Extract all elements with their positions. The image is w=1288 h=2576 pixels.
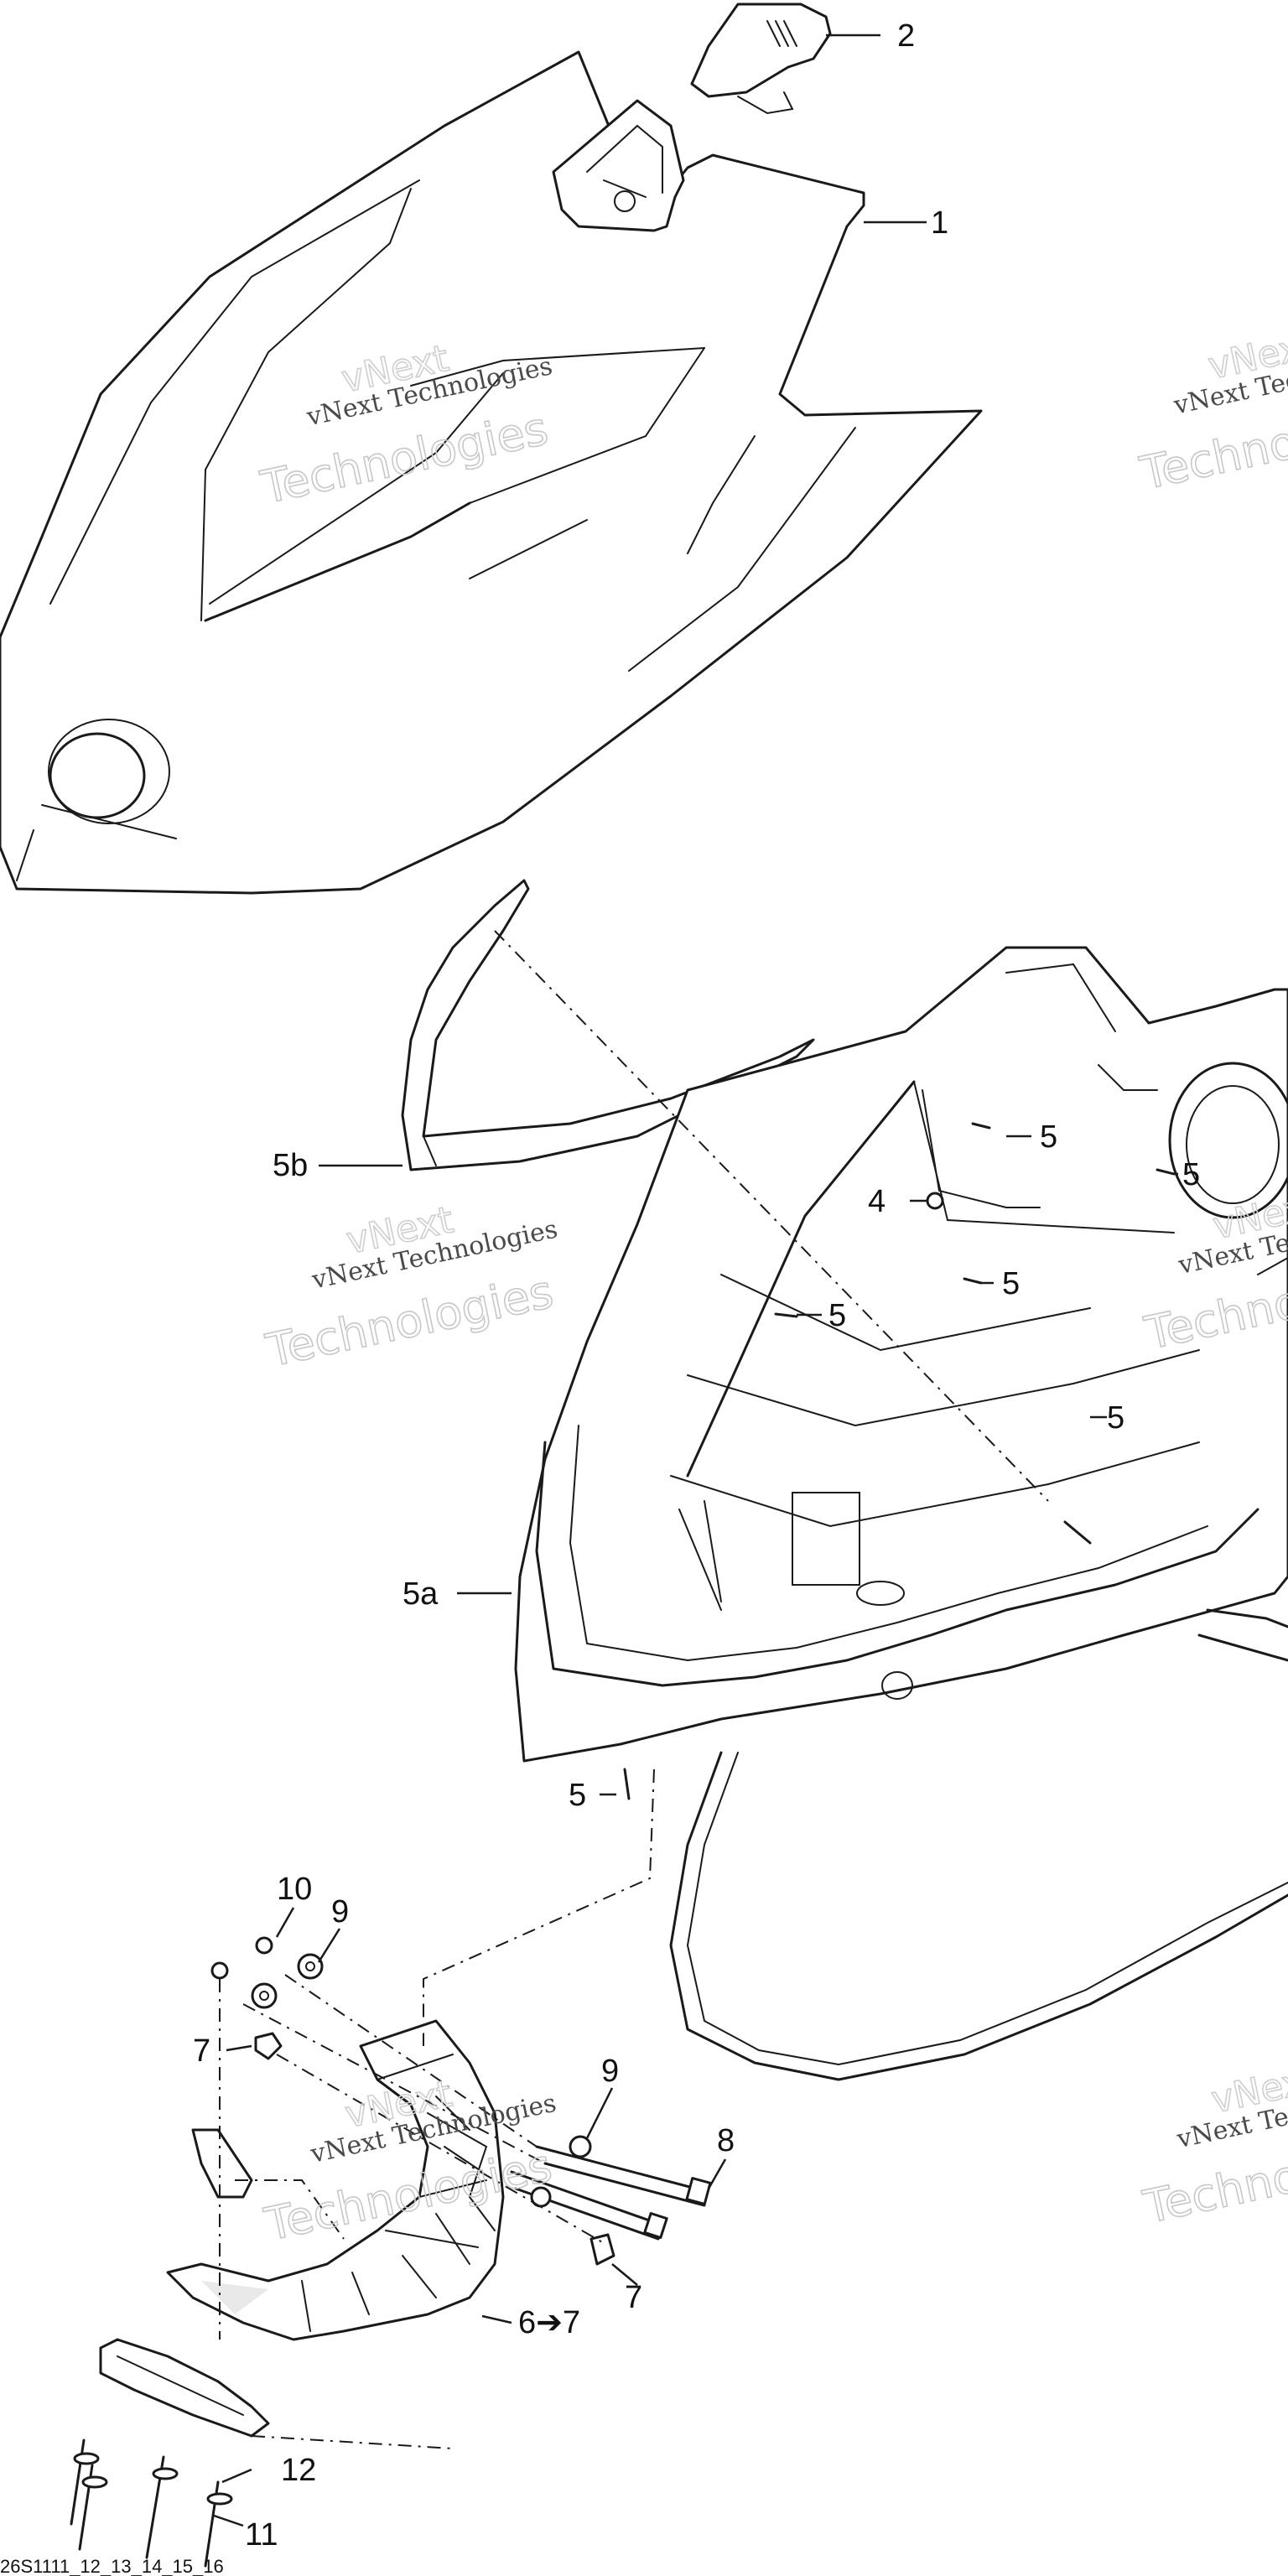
callout-4: 4	[868, 1184, 886, 1219]
watermark-word-technologies-2: Technologies	[262, 1265, 558, 1378]
callout-7-b: 7	[625, 2280, 642, 2315]
callout-5-a: 5	[1040, 1119, 1057, 1155]
leader-lines	[213, 34, 1178, 2527]
callout-1: 1	[931, 205, 948, 241]
callout-5-d: 5	[828, 1298, 846, 1333]
bracket-part-6	[166, 2019, 505, 2341]
callout-8: 8	[717, 2123, 735, 2158]
callout-5-f: 5	[569, 1778, 586, 1813]
front-cover-part-1	[0, 50, 983, 895]
diagram-reference-code: 26S1111_12_13_14_15_16	[0, 2556, 224, 2576]
callout-5-e: 5	[1107, 1400, 1124, 1436]
callout-11: 11	[245, 2517, 278, 2553]
callout-7-a: 7	[193, 2033, 210, 2069]
assembly-lines	[219, 930, 1049, 2449]
callout-9-b: 9	[601, 2054, 619, 2089]
retaining-clip	[191, 2128, 345, 2240]
housing-part-5a	[514, 946, 1288, 1763]
callout-5-c: 5	[1002, 1266, 1020, 1301]
callout-2: 2	[897, 18, 915, 54]
callout-10: 10	[277, 1872, 312, 1907]
callout-12: 12	[281, 2453, 316, 2488]
sub-bracket	[99, 2338, 270, 2438]
cover-cap-part-2	[690, 3, 832, 115]
callout-5b: 5b	[273, 1148, 308, 1183]
gauge-housing	[552, 99, 685, 232]
callout-9-a: 9	[331, 1894, 349, 1929]
callout-labels: 2 1 5b 4 5 5 5 5 5 5a 5 10 9 7 9 8 7 6➔7…	[193, 18, 1200, 2553]
gasket	[669, 1608, 1288, 2081]
fasteners	[70, 1122, 1176, 2568]
callout-5a: 5a	[402, 1576, 439, 1612]
callout-5-b: 5	[1182, 1157, 1200, 1192]
callout-6-to-7: 6➔7	[518, 2305, 580, 2340]
